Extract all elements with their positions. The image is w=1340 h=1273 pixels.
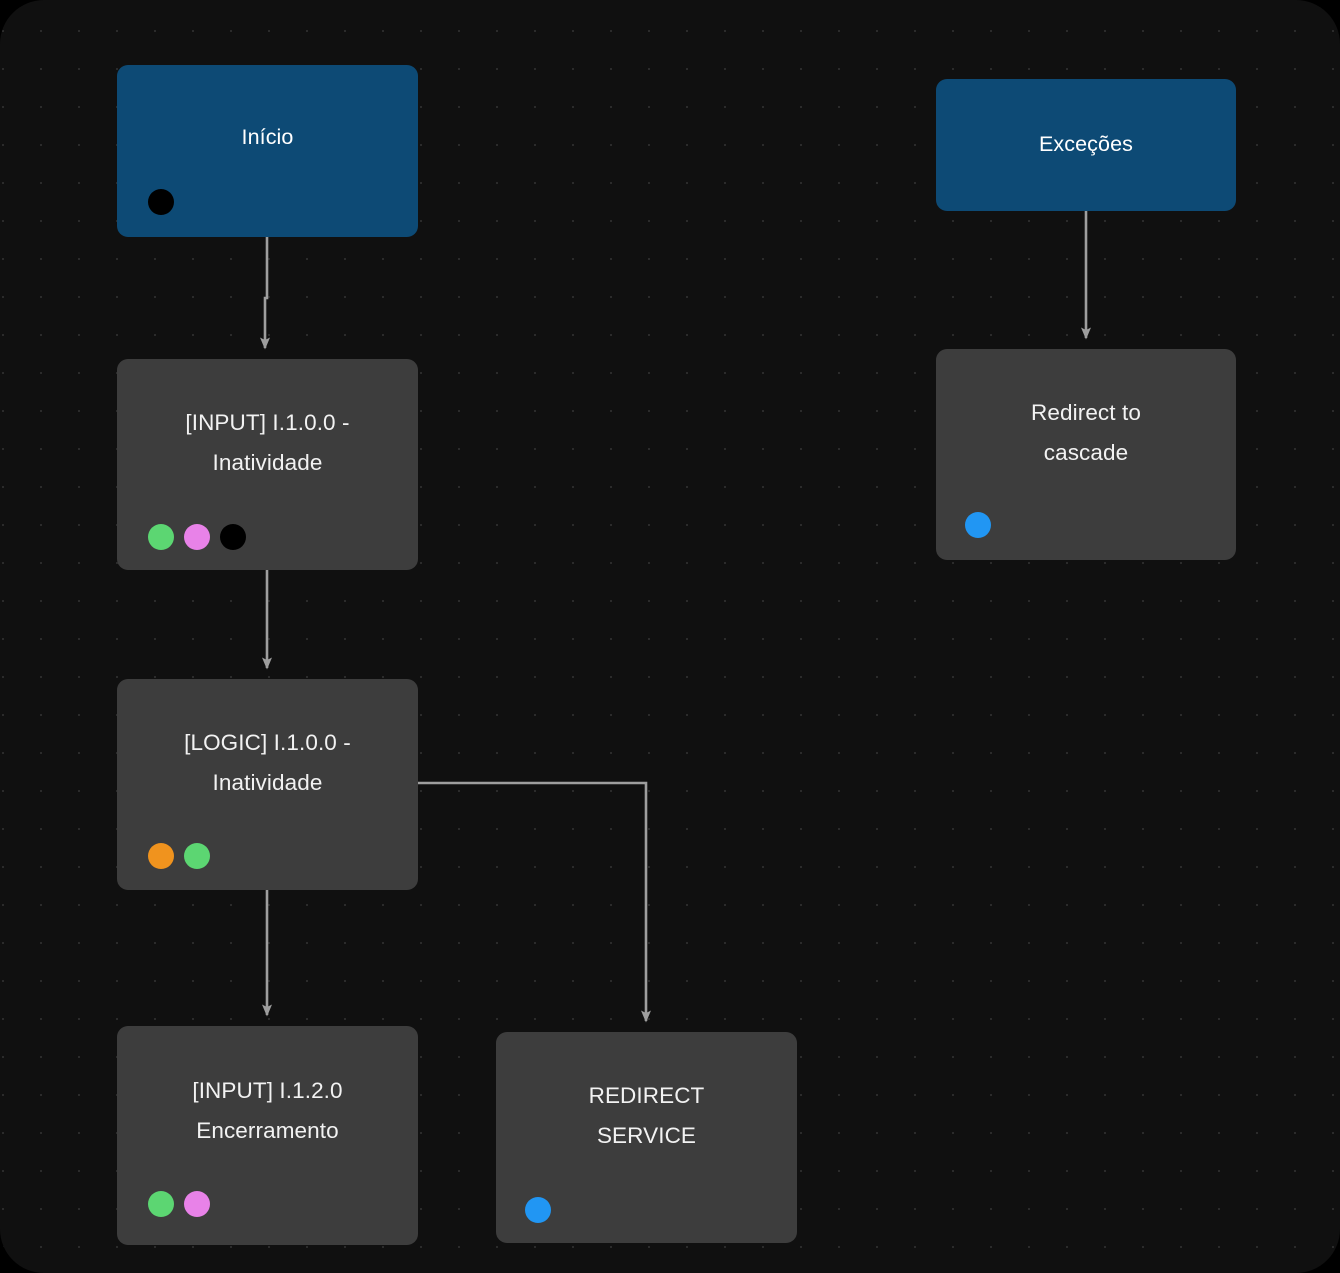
node-excecoes-title: Exceções xyxy=(1038,132,1133,156)
port-pink[interactable] xyxy=(184,524,210,550)
port-blue[interactable] xyxy=(965,512,991,538)
node-input-2-ports xyxy=(148,1191,210,1217)
node-redirect-cascade-title: Redirect to cascade xyxy=(1031,400,1141,465)
node-logic-1-title: [LOGIC] I.1.0.0 - Inatividade xyxy=(184,730,351,795)
node-input-1-ports xyxy=(148,524,246,550)
node-redirect-service-title: REDIRECT SERVICE xyxy=(588,1083,705,1148)
port-green[interactable] xyxy=(148,524,174,550)
port-black[interactable] xyxy=(220,524,246,550)
node-input-1-title: [INPUT] I.1.0.0 - Inatividade xyxy=(185,410,350,475)
node-input-2[interactable]: [INPUT] I.1.2.0 Encerramento xyxy=(117,1026,418,1245)
node-logic-1-ports xyxy=(148,843,210,869)
node-redirect-service-ports xyxy=(525,1197,551,1223)
port-black[interactable] xyxy=(148,189,174,215)
port-blue[interactable] xyxy=(525,1197,551,1223)
node-inicio-title: Início xyxy=(241,125,294,149)
port-green[interactable] xyxy=(184,843,210,869)
port-orange[interactable] xyxy=(148,843,174,869)
node-redirect-cascade-ports xyxy=(965,512,991,538)
node-inicio-ports xyxy=(148,189,174,215)
node-input-2-title: [INPUT] I.1.2.0 Encerramento xyxy=(192,1078,343,1143)
port-pink[interactable] xyxy=(184,1191,210,1217)
port-green[interactable] xyxy=(148,1191,174,1217)
node-excecoes[interactable]: Exceções xyxy=(936,79,1236,211)
